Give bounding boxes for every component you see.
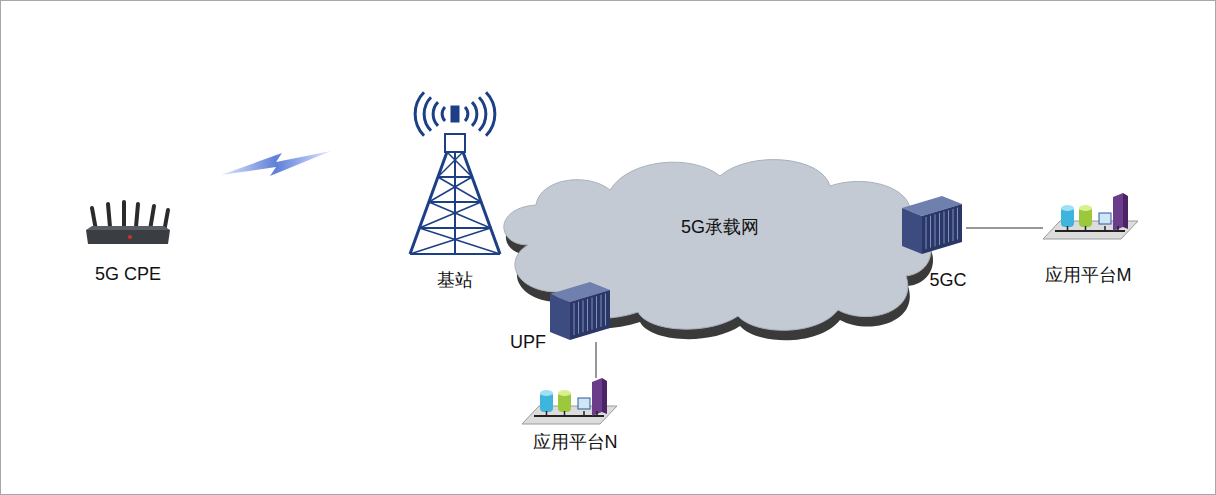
tower-node: 基站 — [400, 92, 510, 292]
server-slot — [605, 294, 606, 326]
server-slot — [930, 216, 931, 248]
server-slot — [596, 296, 597, 328]
server-slot — [953, 209, 954, 241]
tower-icon — [400, 92, 510, 292]
antenna — [136, 204, 138, 227]
drop-wire — [1085, 226, 1087, 231]
drop-wire — [1104, 226, 1106, 231]
database-cap — [1061, 205, 1074, 211]
radio-wave — [472, 102, 477, 126]
antenna-box — [445, 134, 465, 152]
database-cap — [1079, 205, 1092, 211]
radio-wave — [486, 92, 495, 135]
tower-pc — [1113, 193, 1123, 231]
tower-rung — [419, 227, 490, 229]
drop-wire — [546, 411, 548, 416]
server-node: 5GC — [902, 196, 966, 296]
drop-wire — [1067, 226, 1069, 231]
platform-node: 应用平台N — [522, 378, 617, 458]
server-slot — [939, 213, 940, 245]
database-cap — [540, 390, 553, 396]
radio-wave — [479, 97, 486, 131]
wireless-bolt — [221, 151, 331, 176]
server-front — [550, 294, 570, 340]
server-icon — [550, 282, 612, 342]
tower-pc-side — [1123, 193, 1128, 229]
connector-line — [596, 342, 597, 378]
cpe-top — [86, 226, 170, 230]
radio-wave — [465, 107, 468, 121]
tower-brace — [410, 228, 491, 254]
antenna-head — [451, 106, 459, 122]
node-label: 基站 — [437, 270, 473, 292]
platform-node: 应用平台M — [1043, 193, 1143, 293]
server-slot — [957, 208, 958, 240]
node-label: 5G CPE — [95, 264, 161, 286]
radio-wave — [424, 97, 431, 131]
node-label: 应用平台N — [533, 432, 618, 454]
tower-brace — [438, 177, 481, 202]
monitor — [1099, 213, 1111, 224]
radio-wave — [442, 107, 445, 121]
server-side — [922, 204, 962, 254]
drop-wire — [1117, 226, 1119, 231]
node-label: 5G承载网 — [681, 217, 759, 239]
tower-pc-side — [602, 378, 607, 414]
server-side — [570, 290, 610, 340]
server-slot — [574, 303, 575, 335]
drop-wire — [583, 411, 585, 416]
tower-brace — [419, 228, 500, 254]
node-label: 5GC — [929, 270, 966, 292]
cpe-led — [128, 235, 132, 239]
radio-wave — [415, 92, 424, 135]
server-slot — [587, 299, 588, 331]
tower-brace — [419, 202, 481, 228]
connector-line — [966, 228, 1043, 229]
server-node: UPF — [550, 282, 612, 342]
cpe-body — [86, 230, 170, 244]
node-label: UPF — [510, 332, 546, 354]
tower-brace — [429, 202, 491, 228]
server-slot — [944, 212, 945, 244]
antenna — [108, 204, 110, 227]
node-label: 应用平台M — [1045, 265, 1132, 287]
server-front — [902, 208, 922, 254]
server-slot — [948, 210, 949, 242]
tower-brace — [429, 177, 472, 202]
tower-rung — [447, 151, 463, 153]
server-slot — [578, 302, 579, 334]
antenna — [122, 202, 126, 226]
tower-rung — [429, 201, 481, 203]
server-slot — [583, 300, 584, 332]
cpe-node: 5G CPE — [78, 200, 178, 290]
drop-wire — [564, 411, 566, 416]
radio-wave — [433, 102, 438, 126]
tower-rung — [410, 253, 500, 255]
tower-rung — [438, 176, 472, 178]
tower-pc — [592, 378, 602, 416]
server-slot — [592, 298, 593, 330]
tower-brace — [438, 152, 463, 177]
server-slot — [601, 295, 602, 327]
drop-wire — [596, 411, 598, 416]
monitor — [578, 398, 590, 409]
server-slot — [926, 217, 927, 249]
server-slot — [935, 214, 936, 246]
database-cap — [558, 390, 571, 396]
